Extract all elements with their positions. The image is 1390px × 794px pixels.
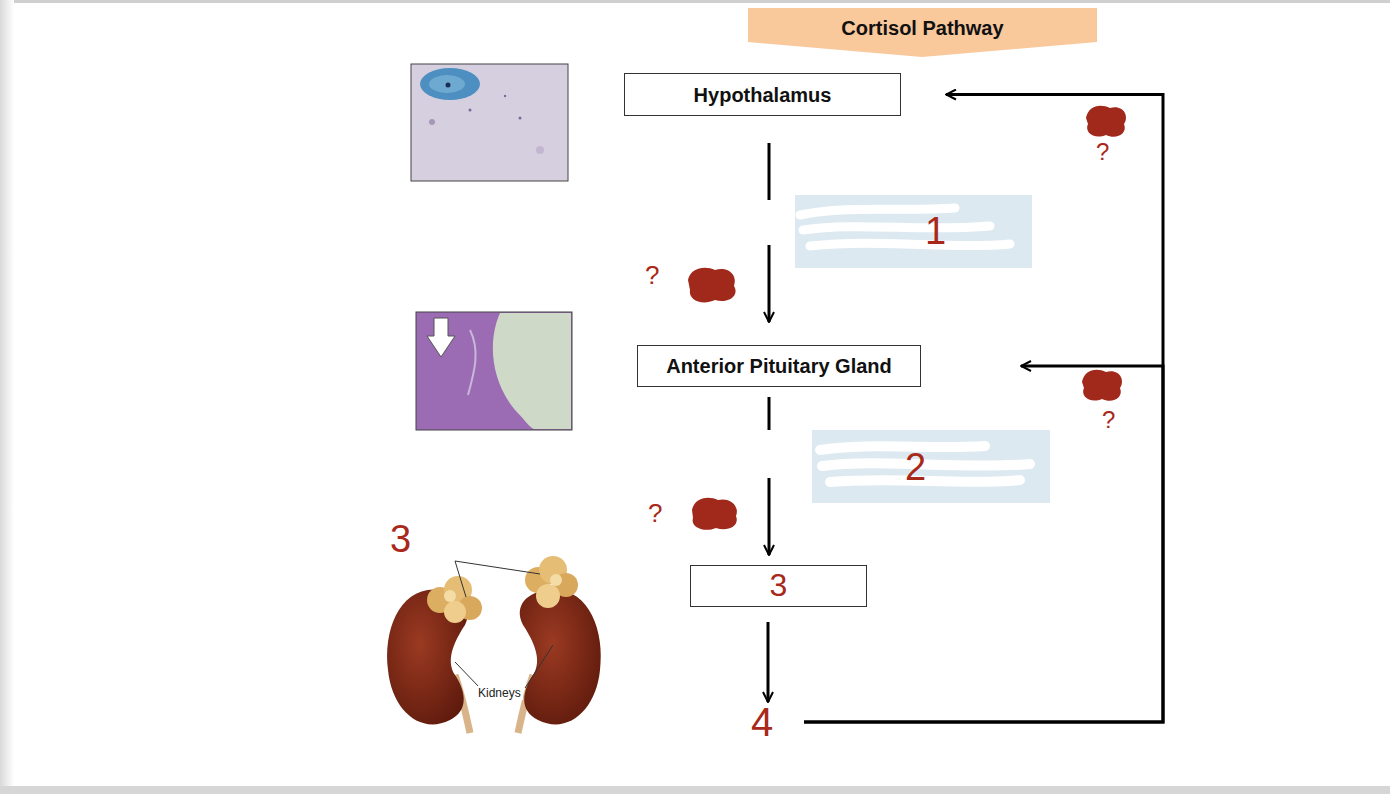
leader-line <box>525 645 553 688</box>
process-box: Anterior Pituitary Gland <box>637 345 921 387</box>
micrograph-detail <box>536 146 544 154</box>
question-mark: ? <box>645 262 659 288</box>
pointer-arrow <box>427 318 455 357</box>
leader-line <box>455 561 540 574</box>
node-text: Anterior Pituitary Gland <box>666 355 892 377</box>
micrograph-detail <box>446 83 451 88</box>
flow-arrow <box>804 95 1163 723</box>
micrograph-detail <box>493 313 571 429</box>
red-blob <box>1086 106 1126 137</box>
leader-line <box>455 662 480 688</box>
question-mark: ? <box>1096 140 1109 164</box>
page-edge <box>0 0 1390 3</box>
micrograph-detail <box>519 117 522 120</box>
adrenal-lobe <box>550 574 562 586</box>
callout-number: 2 <box>905 448 926 486</box>
page-edge <box>0 0 14 794</box>
kidney-illustration <box>387 556 601 733</box>
callout-number: 3 <box>390 520 411 558</box>
title-banner-text: Cortisol Pathway <box>748 8 1097 48</box>
kidney <box>520 590 601 725</box>
micrograph-detail <box>468 330 476 395</box>
process-box: Hypothalamus <box>624 73 901 116</box>
micrograph-detail <box>429 75 465 93</box>
adrenal-lobe <box>444 601 466 623</box>
micrograph-detail <box>504 95 506 97</box>
white-scribble <box>800 208 1010 246</box>
part-label: Kidneys <box>476 686 523 700</box>
node-text: Hypothalamus <box>694 84 832 106</box>
flow-arrow <box>767 622 770 702</box>
micrograph <box>416 312 572 430</box>
node-text: 4 <box>751 700 773 744</box>
micrograph-detail <box>469 109 472 112</box>
process-box: 3 <box>690 565 867 607</box>
micrograph-detail <box>420 68 480 100</box>
question-mark: ? <box>1102 408 1115 432</box>
leader-line <box>455 561 466 597</box>
micrograph <box>411 64 568 181</box>
adrenal-lobe <box>444 590 456 602</box>
callout-number: 1 <box>925 212 946 250</box>
node-text: 3 <box>770 568 788 603</box>
adrenal-gland <box>525 556 578 608</box>
output-node: 4 <box>742 698 782 746</box>
title-text: Cortisol Pathway <box>841 17 1003 40</box>
title-banner <box>748 8 1097 57</box>
micrograph-detail <box>429 119 435 125</box>
red-blob <box>692 498 737 530</box>
redaction-panel <box>812 430 1050 503</box>
adrenal-lobe <box>536 584 560 608</box>
kidney <box>387 590 468 725</box>
flow-arrow <box>768 143 771 322</box>
page-edge <box>0 786 1390 794</box>
red-blob <box>688 268 736 303</box>
red-blob <box>1082 370 1122 401</box>
flow-arrow <box>768 397 771 555</box>
flow-arrow <box>804 366 1163 722</box>
question-mark: ? <box>648 500 662 526</box>
redaction-panel <box>795 195 1032 268</box>
adrenal-gland <box>427 576 482 623</box>
